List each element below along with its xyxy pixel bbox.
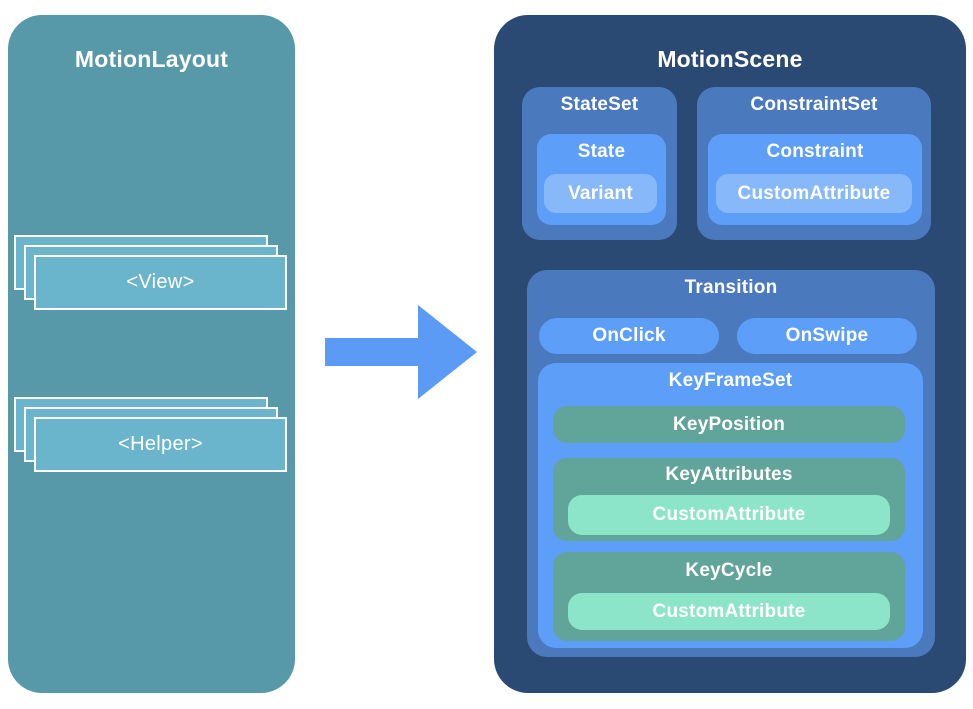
on-swipe-box: OnSwipe (737, 318, 917, 354)
key-cycle-custom-attribute-box: CustomAttribute (568, 593, 890, 630)
on-click-box: OnClick (539, 318, 719, 354)
state-set-label: StateSet (560, 94, 639, 115)
key-frame-set-label: KeyFrameSet (668, 370, 793, 391)
transition-label: Transition (684, 277, 778, 298)
key-cycle-custom-attribute-label: CustomAttribute (652, 600, 806, 622)
on-swipe-label: OnSwipe (785, 325, 869, 346)
transition-box: Transition OnClick OnSwipe KeyFrameSet K… (527, 270, 935, 657)
on-click-label: OnClick (592, 325, 666, 346)
variant-label: Variant (568, 182, 633, 204)
state-set-box: StateSet State Variant (522, 87, 677, 240)
motion-layout-panel: MotionLayout <View> <Helper> (8, 15, 295, 693)
view-label: <View> (126, 271, 195, 293)
key-position-box: KeyPosition (553, 406, 905, 443)
constraint-custom-attribute-label: CustomAttribute (737, 182, 891, 204)
constraint-label: Constraint (766, 141, 864, 162)
right-arrow-icon (325, 305, 478, 400)
motion-layout-title: MotionLayout (74, 46, 229, 72)
constraint-set-box: ConstraintSet Constraint CustomAttribute (697, 87, 931, 240)
key-attributes-custom-attribute-label: CustomAttribute (652, 504, 806, 525)
constraint-box: Constraint CustomAttribute (708, 134, 922, 225)
key-cycle-box: KeyCycle CustomAttribute (553, 552, 905, 641)
key-attributes-custom-attribute-box: CustomAttribute (568, 495, 890, 535)
key-frame-set-box: KeyFrameSet KeyPosition KeyAttributes Cu… (538, 363, 923, 648)
key-attributes-box: KeyAttributes CustomAttribute (553, 458, 905, 541)
variant-box: Variant (544, 174, 657, 213)
helper-label: <Helper> (118, 433, 203, 455)
constraint-set-label: ConstraintSet (750, 94, 878, 115)
state-label: State (577, 141, 626, 162)
motion-scene-title: MotionScene (657, 46, 803, 72)
helper-stack-card-front: <Helper> (34, 417, 287, 472)
key-attributes-label: KeyAttributes (665, 464, 793, 485)
motion-scene-panel: MotionScene StateSet State Variant Const… (494, 15, 966, 693)
key-position-label: KeyPosition (673, 413, 785, 435)
view-stack-card-front: <View> (34, 255, 287, 310)
constraint-custom-attribute-box: CustomAttribute (716, 174, 912, 213)
key-cycle-label: KeyCycle (685, 560, 773, 581)
state-box: State Variant (537, 134, 666, 225)
